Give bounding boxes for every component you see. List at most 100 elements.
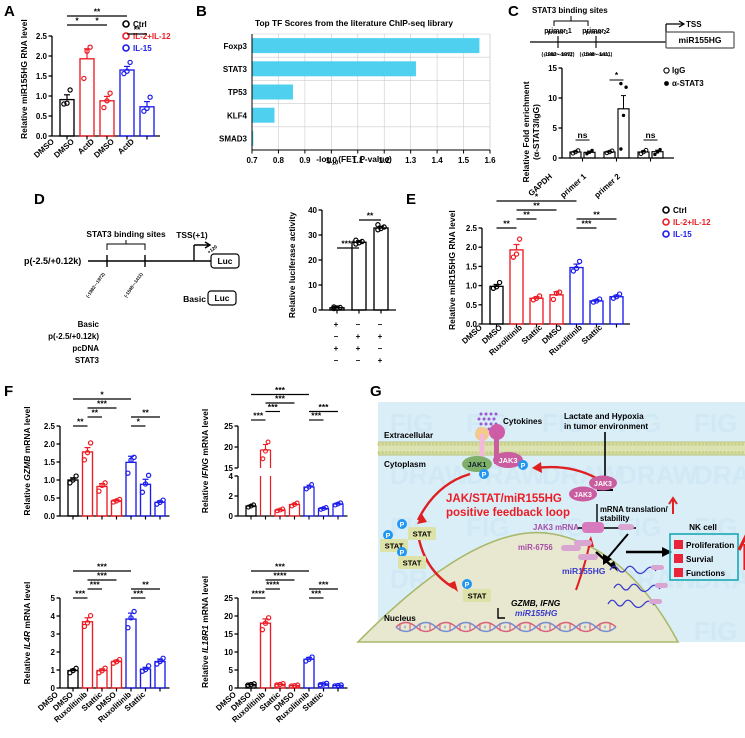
svg-text:***: *** — [319, 402, 330, 412]
svg-text:0.5: 0.5 — [44, 494, 56, 503]
svg-text:*: * — [615, 70, 619, 80]
panel-g-diagram: FIGFIGFIGFIGFIGDRAWDRAWDRAWDRAWDRAWFIGFI… — [356, 402, 745, 646]
svg-text:***: *** — [75, 589, 86, 599]
ylabel-pre: Relative — [200, 653, 210, 688]
svg-text:NK cell: NK cell — [689, 523, 717, 532]
svg-text:30: 30 — [308, 231, 317, 240]
svg-text:15: 15 — [548, 64, 557, 73]
svg-text:**: ** — [134, 25, 141, 35]
condition-value: – — [377, 344, 383, 353]
svg-text:JAK3: JAK3 — [499, 456, 518, 465]
condition-name: pcDNA — [72, 344, 99, 353]
svg-text:5: 5 — [553, 124, 558, 133]
svg-text:0.0: 0.0 — [44, 512, 56, 521]
panel-e-ylabel: Relative miR155HG RNA level — [447, 210, 457, 330]
svg-text:Foxp3: Foxp3 — [223, 42, 247, 51]
svg-text:**: ** — [593, 210, 600, 220]
svg-text:***: *** — [275, 562, 286, 572]
svg-text:P: P — [400, 522, 405, 529]
legend-open-circle-icon — [663, 67, 670, 74]
ylabel-post: mRNA level — [22, 581, 32, 631]
panel-a-legend: Ctrl IL-2+IL-12 IL-15 — [122, 18, 171, 54]
condition-value: + — [355, 332, 361, 341]
svg-text:***: *** — [582, 219, 593, 229]
legend-label-igg: IgG — [672, 66, 686, 75]
svg-text:1.5: 1.5 — [466, 262, 478, 271]
svg-text:STAT: STAT — [403, 559, 422, 568]
il18r1-ylabel: Relative IL18R1 mRNA level — [200, 576, 210, 688]
svg-text:DRAW: DRAW — [694, 564, 745, 594]
svg-text:primer 2: primer 2 — [586, 30, 607, 36]
svg-text:0.7: 0.7 — [246, 156, 258, 165]
panel-a-chart: 0.00.51.01.52.02.5****** — [36, 7, 160, 141]
condition-value: – — [355, 320, 361, 329]
svg-text:STAT: STAT — [468, 592, 487, 601]
svg-text:KLF4: KLF4 — [227, 111, 248, 120]
svg-text:**: ** — [503, 219, 510, 229]
svg-text:1.1: 1.1 — [352, 156, 364, 165]
svg-text:2.0: 2.0 — [466, 243, 478, 252]
legend-label-astat3: α-STAT3 — [672, 79, 704, 88]
svg-text:*: * — [95, 16, 99, 26]
svg-text:Luc: Luc — [218, 256, 233, 266]
svg-text:0.0: 0.0 — [36, 132, 48, 141]
svg-text:***: *** — [319, 580, 330, 590]
svg-text:1.3: 1.3 — [405, 156, 417, 165]
svg-text:Cytoplasm: Cytoplasm — [384, 460, 426, 469]
svg-text:0.5: 0.5 — [36, 112, 48, 121]
svg-text:15: 15 — [224, 464, 233, 473]
svg-text:ns: ns — [646, 130, 656, 140]
ylabel-pre: Relative — [200, 478, 210, 514]
ylabel-line1: Relative Fold enrichment — [521, 81, 531, 183]
condition-value: – — [333, 356, 339, 365]
svg-text:(-1982~-1972): (-1982~-1972) — [541, 52, 574, 58]
svg-text:1: 1 — [51, 666, 56, 675]
svg-text:(-1982~-1972): (-1982~-1972) — [85, 271, 106, 298]
xlabel-pre: -log — [316, 154, 332, 164]
legend-label-ctrl: Ctrl — [673, 205, 687, 215]
condition-value: + — [377, 356, 383, 365]
condition-value: + — [377, 332, 383, 341]
svg-text:20: 20 — [308, 256, 317, 265]
panel-a: A Ctrl IL-2+IL-12 IL-15 Relative miR155H… — [4, 4, 190, 186]
svg-text:***: *** — [253, 411, 264, 421]
svg-text:primer 1: primer 1 — [544, 28, 572, 35]
panel-a-ylabel: Relative miR155HG RNA level — [19, 19, 29, 139]
xlabel-italic: P — [359, 154, 365, 164]
svg-text:FIG: FIG — [466, 512, 509, 542]
legend-marker-icon — [122, 32, 130, 40]
panel-e-legend: Ctrl IL-2+IL-12 IL-15 — [662, 204, 711, 240]
panel-e-chart: 0.00.51.01.52.02.5************ — [466, 192, 630, 329]
ylabel-gene: IL18R1 — [200, 625, 210, 654]
svg-text:***: *** — [275, 394, 286, 404]
svg-text:**: ** — [77, 417, 84, 427]
svg-text:5: 5 — [229, 666, 234, 675]
legend-label-il2il12: IL-2+IL-12 — [133, 31, 171, 41]
svg-text:miR155HG: miR155HG — [679, 35, 722, 45]
gzmb-ylabel: Relative GZMB mRNA level — [22, 406, 32, 516]
svg-text:FIG: FIG — [390, 408, 433, 438]
ylabel-pre: Relative — [22, 480, 32, 516]
svg-text:2: 2 — [51, 648, 56, 657]
svg-text:25: 25 — [224, 594, 233, 603]
svg-text:0: 0 — [553, 154, 558, 163]
legend-marker-icon — [122, 20, 130, 28]
svg-text:**: ** — [533, 201, 540, 211]
svg-text:P: P — [521, 463, 526, 470]
condition-value: – — [333, 332, 339, 341]
legend-label-il2il12: IL-2+IL-12 — [673, 217, 711, 227]
svg-text:****: **** — [252, 589, 266, 599]
svg-text:JAK3 mRNA: JAK3 mRNA — [533, 523, 579, 532]
svg-text:0.0: 0.0 — [466, 320, 478, 329]
svg-text:0: 0 — [229, 512, 234, 521]
svg-text:***: *** — [97, 399, 108, 409]
svg-text:**: ** — [367, 211, 374, 221]
svg-text:+120: +120 — [207, 244, 219, 256]
xlabel-post: (FET — [338, 154, 360, 164]
svg-text:Functions: Functions — [686, 569, 726, 578]
condition-value: – — [377, 320, 383, 329]
